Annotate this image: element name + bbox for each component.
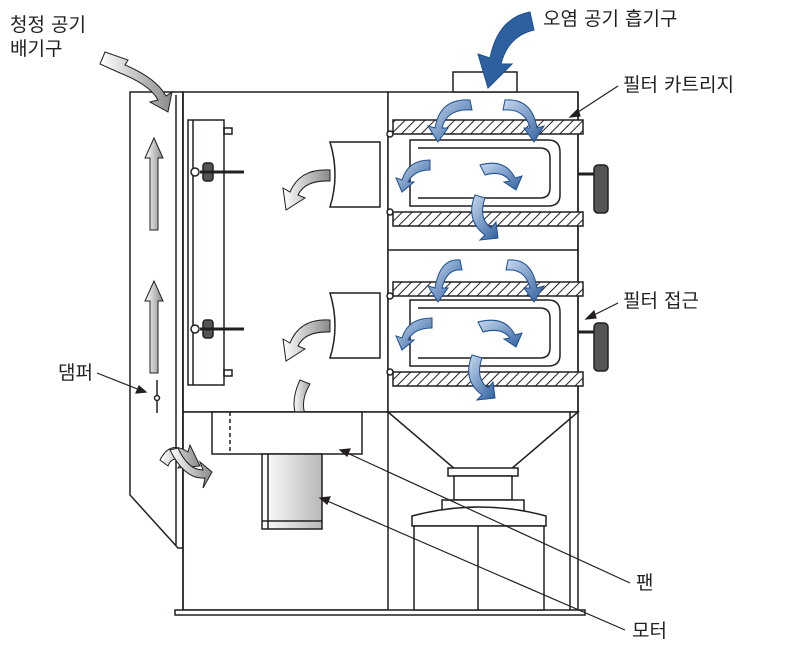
door-handle-bottom	[190, 319, 244, 339]
filter-access-label: 필터 접근	[623, 290, 699, 312]
clean-air-exhaust-label-line2: 배기구	[10, 38, 63, 60]
fan-label: 팬	[636, 572, 654, 594]
leader-lines	[96, 85, 631, 631]
filter-flow-arrows	[395, 99, 546, 401]
dirty-air-inlet-label: 오염 공기 흡기구	[543, 8, 678, 30]
outlet-cone-top	[328, 141, 381, 208]
hopper	[385, 411, 581, 610]
door-handle-top	[190, 162, 244, 182]
damper-label: 댐퍼	[58, 362, 93, 384]
filter-access-handle-bottom	[578, 322, 609, 372]
filter-access-handle-top	[578, 164, 609, 214]
filter-cartridge-label: 필터 카트리지	[623, 74, 734, 96]
damper	[153, 380, 161, 413]
collection-drum	[411, 499, 547, 611]
exhaust-flow-arrows	[144, 136, 164, 374]
motor	[261, 453, 323, 530]
clean-air-exhaust-label-line1: 청정 공기	[10, 14, 86, 36]
inlet-arrow	[477, 11, 535, 89]
motor-label: 모터	[632, 620, 667, 642]
fan	[211, 411, 363, 455]
outlet-cone-bottom	[328, 292, 381, 359]
